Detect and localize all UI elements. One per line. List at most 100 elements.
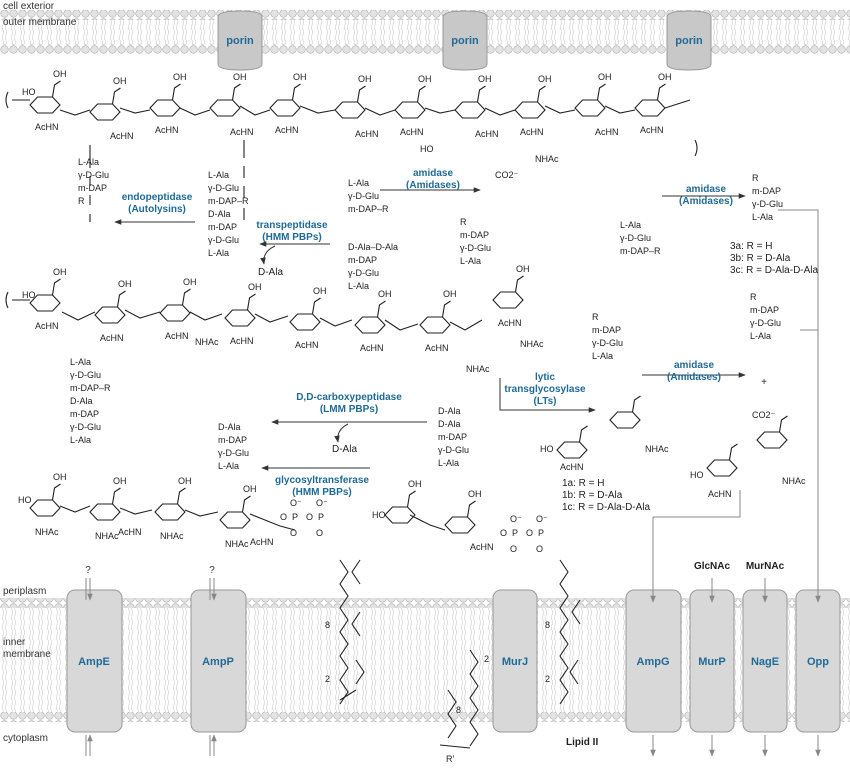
pyranose-ring: [89, 103, 121, 121]
peptide-residue: γ-D-Glu: [438, 445, 469, 455]
pyranose-ring: [29, 499, 61, 517]
peptide-residue: D-Ala: [208, 209, 231, 219]
peptide-residue: m-DAP: [438, 432, 467, 442]
ampp-transporter: AmpP: [190, 589, 247, 733]
achn-label: AcHN: [110, 131, 134, 141]
outer-membrane-label: outer membrane: [3, 17, 77, 28]
peptide-residue: m-DAP: [592, 325, 621, 335]
porin-label: porin: [675, 35, 703, 47]
pyranose-ring: [354, 316, 386, 334]
cytoplasm-label: cytoplasm: [3, 733, 48, 744]
peptide-residue: γ-D-Glu: [70, 370, 101, 380]
phosphorus: P: [512, 528, 518, 538]
achn-label: AcHN: [520, 127, 544, 137]
phosphate-oxygen: O: [290, 528, 297, 538]
hydroxyl-label: OH: [233, 72, 247, 82]
opp-transporter: Opp: [795, 589, 841, 733]
murj-label: MurJ: [502, 656, 528, 668]
compound-1a: 1a: R = H: [562, 478, 605, 489]
pyranose-ring: [269, 99, 301, 117]
peptide-residue: γ-D-Glu: [752, 199, 783, 209]
hydroxyl-label: OH: [538, 74, 552, 84]
hydroxyl-label: OH: [658, 72, 672, 82]
nage-transporter: NagE: [742, 589, 788, 733]
phosphorus: P: [292, 512, 298, 522]
hydroxyl-label: OH: [443, 289, 457, 299]
peptide-residue: R: [752, 173, 759, 183]
phosphate-anion: O⁻: [510, 514, 522, 524]
achn-label: AcHN: [595, 127, 619, 137]
achn-label: AcHN: [118, 527, 142, 537]
pyranose-ring: [89, 503, 121, 521]
nhac-label: NHAc: [782, 476, 806, 486]
hydroxyl-label: OH: [478, 74, 492, 84]
peptide-residue: L-Ala: [348, 281, 369, 291]
unknown-substrate-ampe: ?: [85, 565, 91, 576]
achn-label: AcHN: [275, 125, 299, 135]
periplasm-label: periplasm: [3, 586, 46, 597]
hydroxyl-label: HO: [18, 495, 32, 505]
peptide-residue: D-Ala: [438, 406, 461, 416]
achn-label: AcHN: [470, 542, 494, 552]
peptide-residue: R: [460, 217, 467, 227]
peptide-residue: L-Ala: [620, 220, 641, 230]
phosphate-anion: O⁻: [536, 514, 548, 524]
peptide-residue: L-Ala: [208, 170, 229, 180]
peptide-residue: m-DAP: [348, 255, 377, 265]
achn-label: AcHN: [35, 321, 59, 331]
transglycosylase-label: transglycosylase: [504, 384, 586, 395]
peptide-residue: L-Ala: [348, 178, 369, 188]
achn-label: AcHN: [230, 336, 254, 346]
hydroxyl-label: OH: [516, 264, 530, 274]
hydroxyl-label: OH: [243, 484, 257, 494]
nhac-label: NHAc: [520, 339, 544, 349]
pyranose-ring: [756, 431, 788, 449]
hydroxyl-label: OH: [293, 72, 307, 82]
pyranose-ring: [224, 309, 256, 327]
peptide-residue: L-Ala: [218, 461, 239, 471]
peptide-residue: γ-D-Glu: [208, 235, 239, 245]
plus-sign: +: [761, 377, 767, 388]
peptide-residue: m-DAP–R: [348, 204, 389, 214]
peptide-residue: R: [592, 312, 599, 322]
ampg-label: AmpG: [637, 656, 670, 668]
reaction-arrows: [114, 187, 746, 471]
phosphorus: P: [538, 528, 544, 538]
ampe-label: AmpE: [78, 656, 110, 668]
achn-label: AcHN: [295, 340, 319, 350]
nhac-label: NHAc: [535, 154, 559, 164]
peptide-residue: L-Ala: [460, 256, 481, 266]
glycan-bonds: [5, 91, 698, 531]
pyranose-ring: [289, 313, 321, 331]
hydroxyl-label: OH: [468, 489, 482, 499]
peptide-residue: m-DAP–R: [70, 383, 111, 393]
nhac-label: NHAc: [95, 531, 119, 541]
peptide-residue: D-Ala: [70, 396, 93, 406]
pyranose-ring: [609, 411, 641, 429]
peptide-residue: γ-D-Glu: [592, 338, 623, 348]
pyranose-ring: [219, 511, 251, 529]
achn-label: AcHN: [475, 129, 499, 139]
hydroxyl-label: HO: [690, 470, 704, 480]
unknown-substrate-ampp: ?: [209, 565, 215, 576]
pyranose-ring: [149, 99, 181, 117]
hydroxyl-label: OH: [53, 69, 67, 79]
hydroxyl-label: OH: [178, 476, 192, 486]
peptide-residue: D-Ala: [438, 419, 461, 429]
porin-2: porin: [442, 10, 488, 71]
hydroxyl-label: HO: [420, 144, 434, 154]
hydroxyl-label: OH: [173, 72, 187, 82]
pyranose-ring: [154, 503, 186, 521]
porin-label: porin: [451, 35, 479, 47]
pyranose-ring: [29, 294, 61, 312]
glcnac-label: GlcNAc: [694, 561, 731, 572]
peptide-residue: m-DAP–R: [620, 246, 661, 256]
compound-1c: 1c: R = D-Ala-D-Ala: [562, 502, 651, 513]
achn-label: AcHN: [165, 331, 189, 341]
hydroxyl-label: OH: [313, 286, 327, 296]
carboxylate-label: CO2⁻: [752, 410, 776, 420]
peptide-residue: L-Ala: [592, 351, 613, 361]
transpeptidase-label: transpeptidase: [256, 220, 328, 231]
phosphate-oxygen: O: [526, 528, 533, 538]
